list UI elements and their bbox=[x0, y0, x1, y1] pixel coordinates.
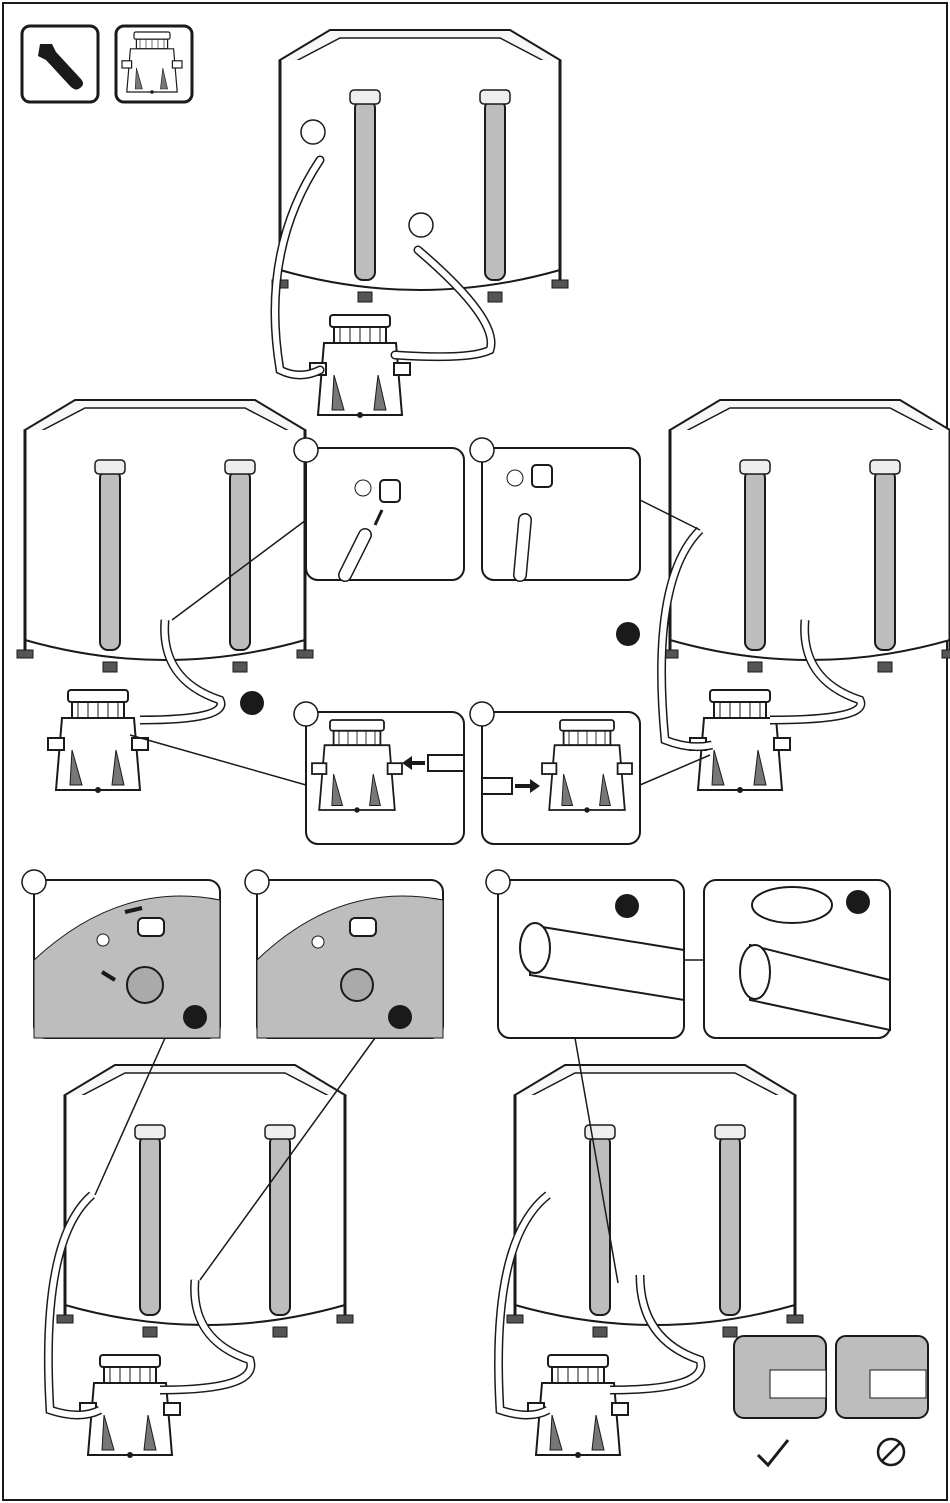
overview-pump bbox=[310, 315, 410, 418]
final-right-pump bbox=[528, 1355, 628, 1458]
correct-connection-view bbox=[734, 1336, 826, 1465]
step-marker bbox=[240, 691, 264, 715]
callout-hose-clamp-b bbox=[704, 880, 890, 1038]
wrench-icon bbox=[22, 26, 98, 102]
final-left-pump bbox=[80, 1355, 180, 1458]
filter-pump-icon bbox=[116, 26, 192, 102]
step2-right-pump bbox=[690, 690, 790, 793]
callout-strainer-b bbox=[245, 870, 443, 1038]
callout-pump-inlet bbox=[294, 702, 464, 844]
callout-strainer-a bbox=[22, 870, 220, 1038]
callout-cap-removal-right bbox=[470, 438, 640, 580]
callout-pump-outlet bbox=[470, 702, 640, 844]
correct-checkmark-icon bbox=[758, 1440, 788, 1465]
label-circle bbox=[409, 213, 433, 237]
step-marker bbox=[616, 622, 640, 646]
step2-left-pump bbox=[48, 690, 148, 793]
callout-cap-removal-left bbox=[294, 438, 464, 580]
label-circle bbox=[301, 120, 325, 144]
callout-hose-clamp-a bbox=[486, 870, 684, 1038]
final-left-pool bbox=[57, 1065, 353, 1337]
incorrect-connection-view bbox=[836, 1336, 928, 1465]
final-right-pool bbox=[507, 1065, 803, 1337]
incorrect-prohibited-icon bbox=[878, 1439, 904, 1465]
